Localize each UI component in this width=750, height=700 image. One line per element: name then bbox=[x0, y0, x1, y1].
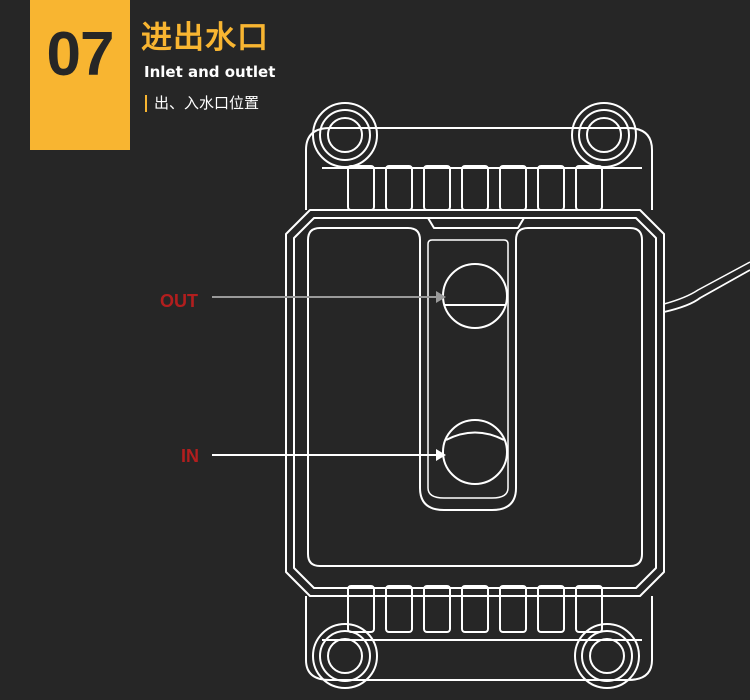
block-body-mid bbox=[293, 217, 657, 589]
bottom-left-screw-icon bbox=[312, 623, 378, 689]
outlet-label: OUT bbox=[160, 291, 198, 311]
top-fins bbox=[347, 165, 603, 211]
top-notch bbox=[427, 217, 525, 229]
section-title-english: Inlet and outlet bbox=[144, 63, 276, 81]
left-inner-panel bbox=[307, 227, 643, 567]
block-body-outer bbox=[285, 209, 665, 597]
channel-outline bbox=[427, 239, 509, 499]
top-right-screw-icon bbox=[571, 102, 637, 168]
section-title-chinese: 进出水口 bbox=[141, 20, 269, 56]
top-left-screw-icon bbox=[312, 102, 378, 168]
section-subtitle: 出、入水口位置 bbox=[154, 94, 260, 112]
top-mounting-bracket bbox=[305, 127, 653, 210]
bottom-fins bbox=[347, 585, 603, 633]
section-number-badge: 07 bbox=[30, 0, 130, 150]
in-port-icon bbox=[442, 419, 508, 485]
out-pointer-arrow bbox=[212, 291, 446, 303]
bottom-mounting-bracket bbox=[305, 596, 653, 681]
inlet-label: IN bbox=[181, 446, 199, 466]
power-cable bbox=[663, 269, 750, 313]
section-number: 07 bbox=[46, 20, 115, 89]
bottom-right-screw-icon bbox=[574, 623, 640, 689]
in-pointer-arrow bbox=[212, 449, 446, 461]
subtitle-accent-bar bbox=[145, 95, 147, 112]
out-port-icon bbox=[442, 263, 508, 329]
